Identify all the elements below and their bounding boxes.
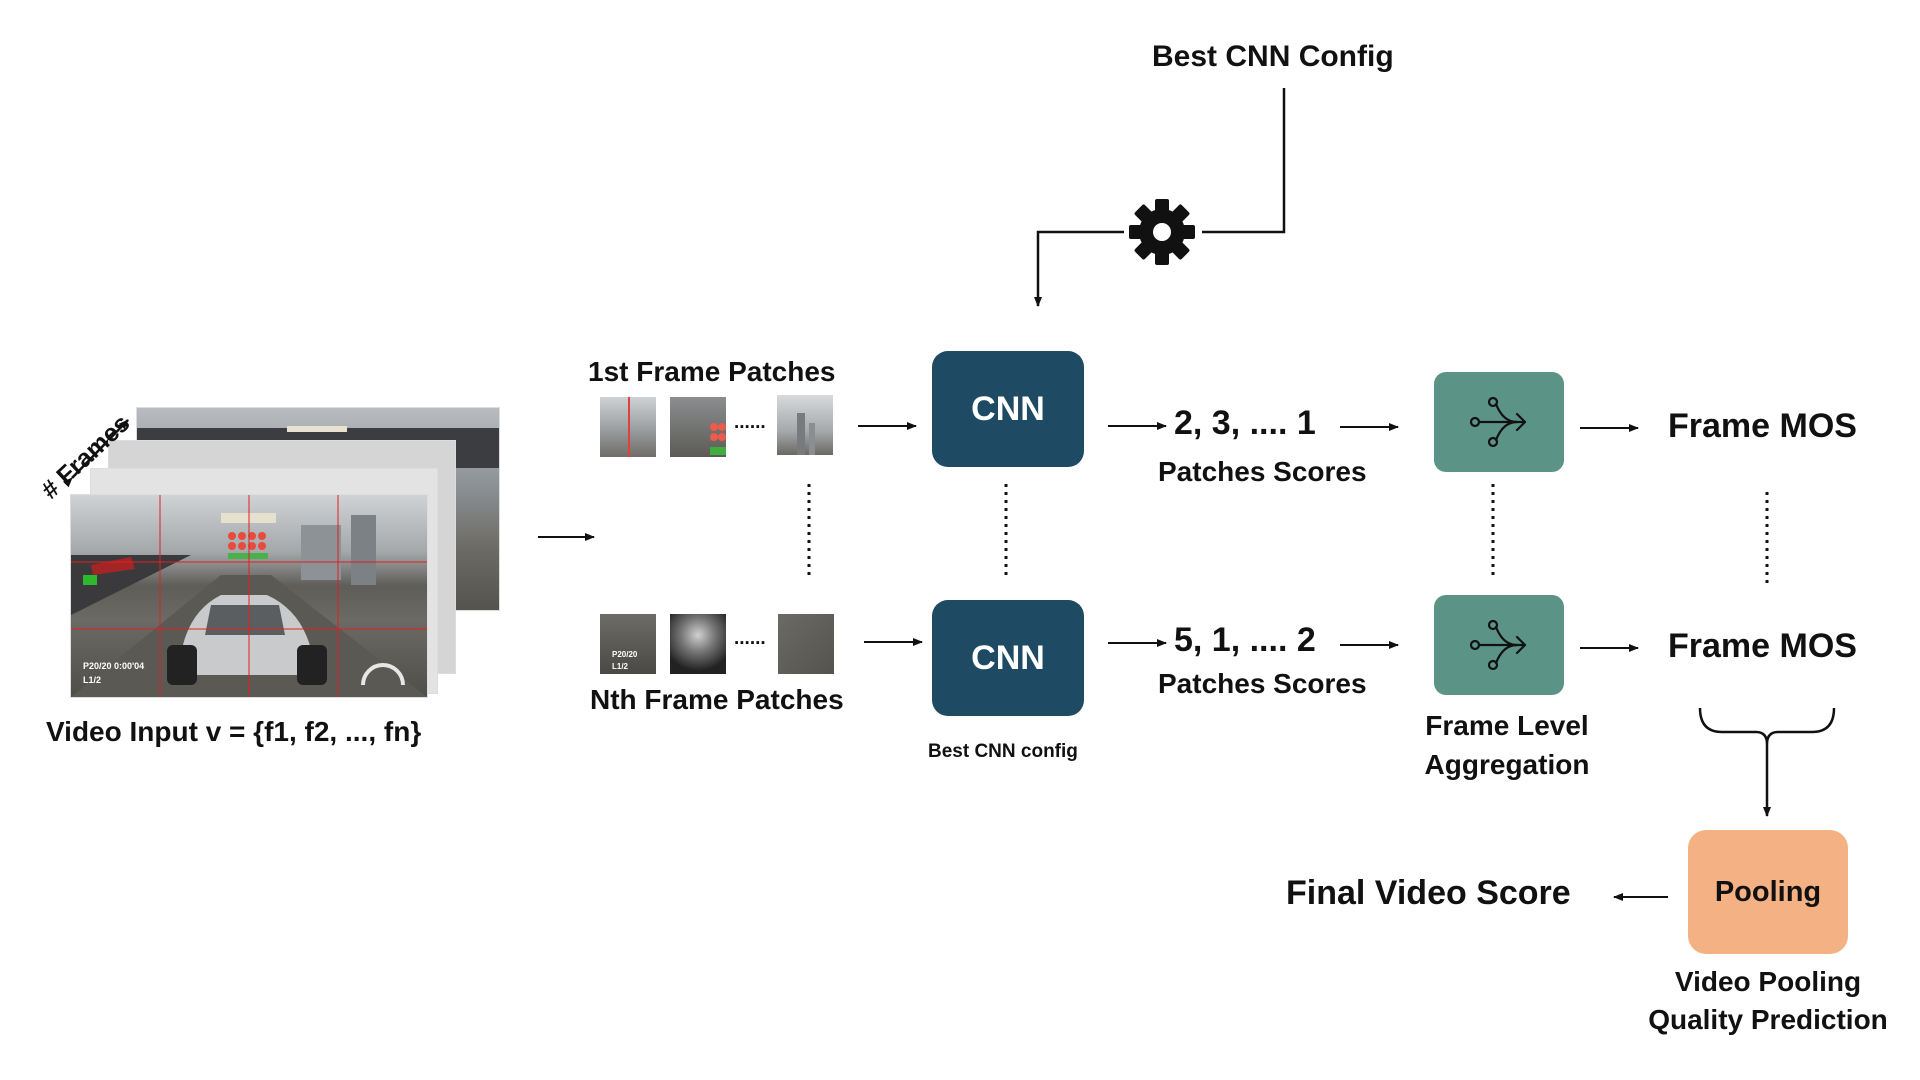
frames-double-arrow bbox=[62, 419, 129, 488]
config-line bbox=[1202, 88, 1286, 234]
scores-top-values: 2, 3, .... 1 bbox=[1174, 404, 1316, 442]
config-title: Best CNN Config bbox=[1152, 40, 1394, 73]
nth-patch-n bbox=[778, 614, 834, 674]
first-frame-patches-label: 1st Frame Patches bbox=[588, 356, 836, 387]
scores-bottom-label: Patches Scores bbox=[1158, 668, 1367, 699]
first-patch-n bbox=[777, 395, 833, 455]
cnn-box-top: CNN bbox=[932, 351, 1084, 467]
hud-text-1: P20/20 0:00'04 bbox=[83, 661, 145, 671]
split-arrow-icon bbox=[1469, 619, 1527, 671]
mos-brace bbox=[1698, 707, 1836, 745]
scores-top-label: Patches Scores bbox=[1158, 456, 1367, 487]
aggregation-label-line1: Frame Level bbox=[1425, 710, 1589, 741]
hud-text-2: L1/2 bbox=[83, 675, 102, 685]
aggregation-label-line2: Aggregation bbox=[1424, 749, 1590, 780]
nth-frame-patches-label: Nth Frame Patches bbox=[590, 684, 844, 715]
gear-to-cnn-line bbox=[1034, 230, 1124, 307]
video-input-label: Video Input v = {f1, f2, ..., fn} bbox=[46, 716, 422, 747]
nth-patch-2 bbox=[670, 614, 726, 674]
frame-mos-bottom: Frame MOS bbox=[1668, 627, 1857, 665]
pooling-caption-line2: Quality Prediction bbox=[1648, 1004, 1888, 1035]
race-scene bbox=[71, 495, 427, 697]
first-patch-ellipsis: ...... bbox=[734, 412, 766, 433]
aggregation-box-bottom bbox=[1434, 595, 1564, 695]
split-arrow-icon bbox=[1469, 396, 1527, 448]
first-patch-1 bbox=[600, 397, 656, 457]
final-video-score: Final Video Score bbox=[1286, 874, 1571, 912]
scores-bottom-values: 5, 1, .... 2 bbox=[1174, 621, 1316, 659]
pooling-box: Pooling bbox=[1688, 830, 1848, 954]
first-patch-2-lights bbox=[710, 423, 726, 455]
aggregation-box-top bbox=[1434, 372, 1564, 472]
gear-icon bbox=[1129, 199, 1195, 265]
nth-patch-ellipsis: ...... bbox=[734, 628, 766, 649]
frame-front: P20/20 0:00'04 L1/2 bbox=[70, 494, 428, 698]
nth-patch-1: P20/20 L1/2 bbox=[600, 614, 656, 674]
frame-mos-top: Frame MOS bbox=[1668, 407, 1857, 445]
pooling-caption-line1: Video Pooling bbox=[1674, 966, 1862, 997]
cnn-caption: Best CNN config bbox=[928, 741, 1078, 762]
cnn-box-bottom: CNN bbox=[932, 600, 1084, 716]
first-patch-2 bbox=[670, 397, 726, 457]
